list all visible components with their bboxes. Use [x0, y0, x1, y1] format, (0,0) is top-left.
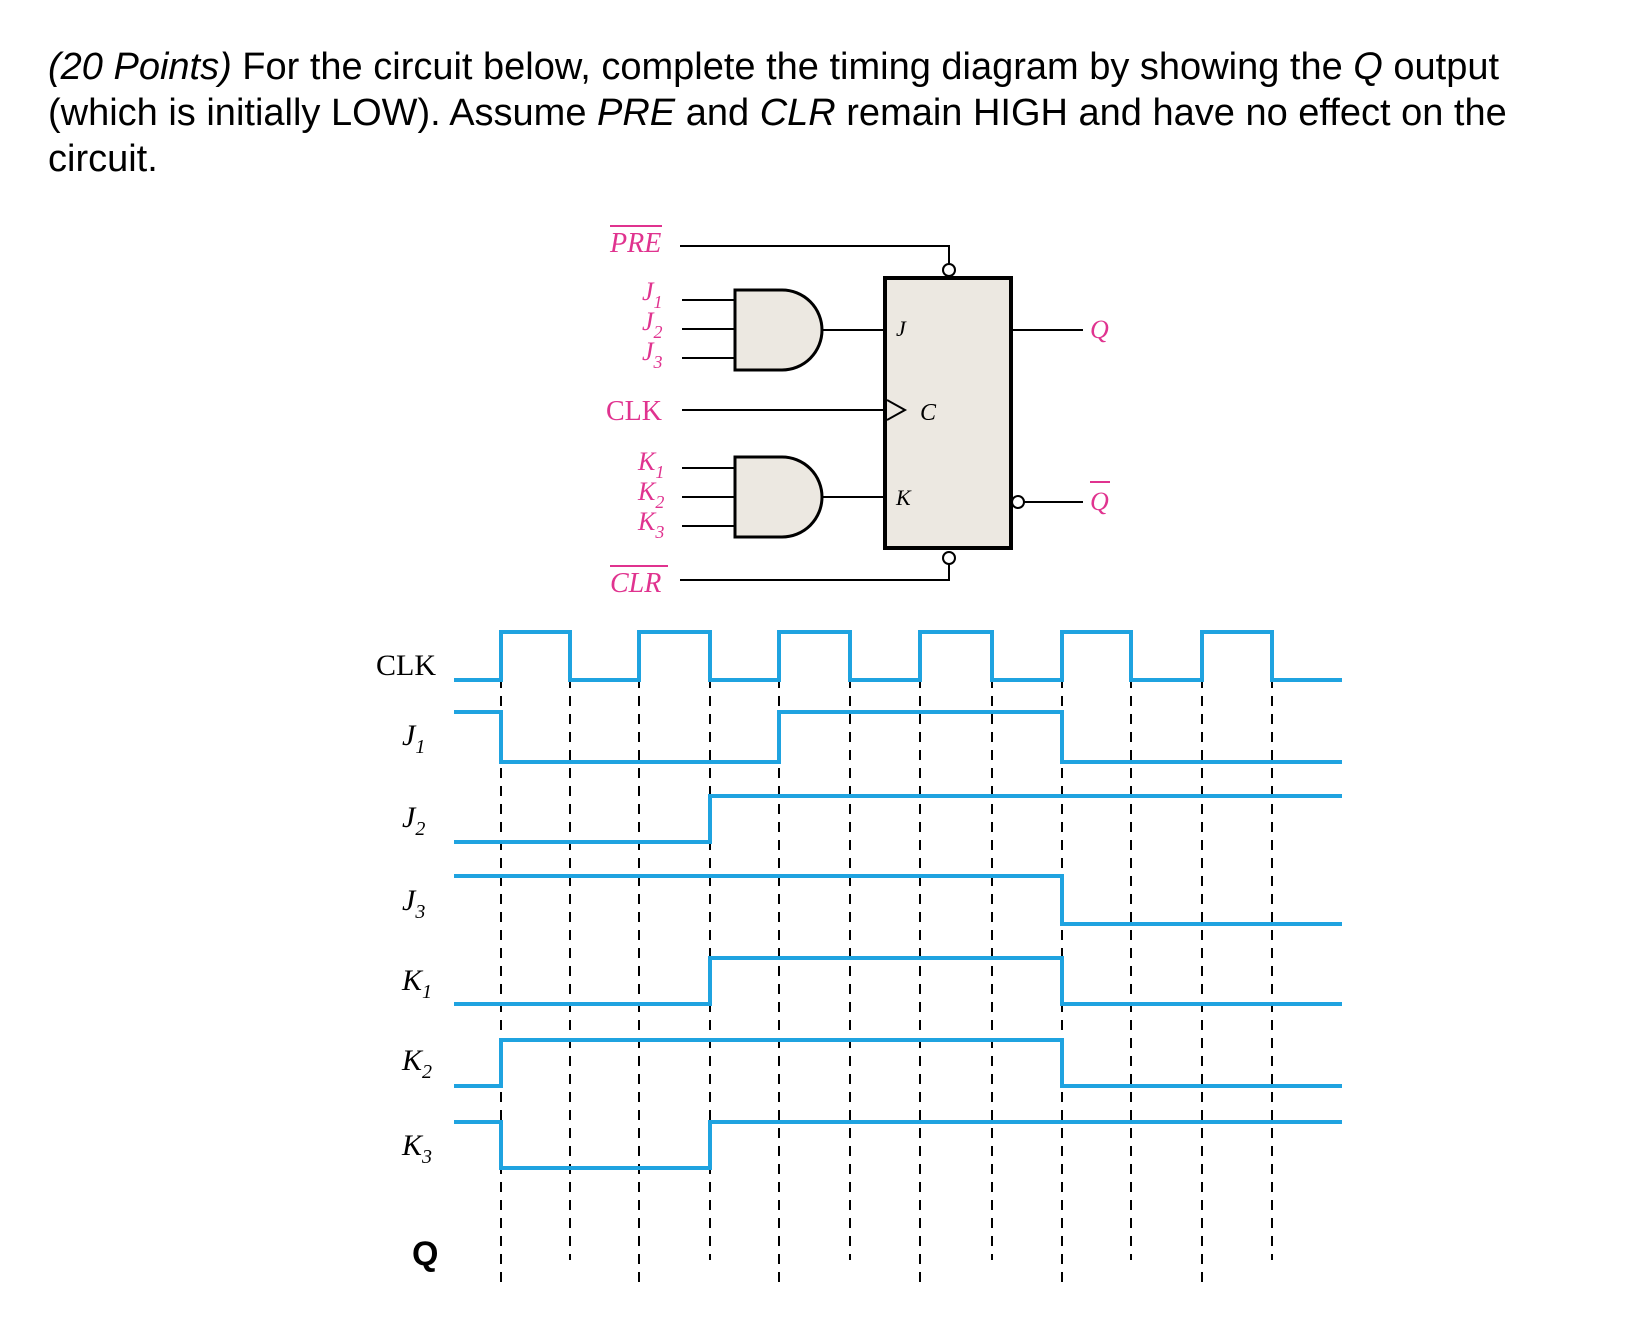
- question-clr: CLR: [759, 92, 836, 134]
- q-output-label: Q: [1090, 315, 1109, 344]
- question-pre: PRE: [597, 92, 676, 134]
- signal-label-j2: J2: [402, 801, 425, 840]
- clr-bubble: [942, 551, 956, 565]
- clk-circuit-label: CLK: [606, 396, 662, 427]
- question-part-1: For the circuit below, complete the timi…: [231, 46, 1354, 88]
- signal-label-k3: K3: [401, 1129, 432, 1168]
- signal-label-k2: K2: [401, 1044, 432, 1083]
- clock-triangle-icon: [886, 399, 908, 421]
- waveform-j3: [454, 874, 1342, 926]
- pre-wire: [680, 245, 950, 264]
- signal-label-clk: CLK: [376, 649, 436, 682]
- waveform-k2: [454, 1038, 1342, 1088]
- j2-label: J2: [642, 307, 663, 342]
- k3-label: K3: [637, 507, 664, 542]
- pre-bubble: [942, 263, 956, 277]
- j-and-gate: [733, 288, 824, 372]
- question-part-4: remain HIGH and have no effect on the ci…: [48, 92, 1507, 180]
- k2-label: K2: [637, 477, 664, 512]
- k-input-labels: K1 K2 K3: [637, 447, 664, 542]
- qbar-bubble: [1011, 495, 1025, 509]
- waveform-j1: [454, 710, 1342, 764]
- question-text: (20 Points) For the circuit below, compl…: [48, 44, 1608, 182]
- signal-label-k1: K1: [401, 964, 432, 1003]
- points-label: (20 Points): [48, 46, 232, 88]
- question-part-2: output (which is initially LOW). Assume: [48, 46, 1500, 134]
- j1-label: J1: [642, 277, 663, 312]
- j3-label: J3: [642, 337, 663, 372]
- ff-c-pin: C: [920, 400, 937, 426]
- signal-waveforms: [454, 630, 1342, 1170]
- clock-edge-guides: [500, 660, 1273, 1283]
- question-q: Q: [1353, 46, 1383, 88]
- waveform-k3: [454, 1120, 1342, 1170]
- signal-label-j3: J3: [402, 884, 425, 923]
- ff-j-pin: J: [896, 316, 907, 341]
- q-timing-label: Q: [412, 1235, 438, 1273]
- clr-label: CLR: [610, 568, 661, 599]
- question-part-3: and: [675, 92, 760, 134]
- ff-k-pin: K: [895, 485, 912, 510]
- j-input-labels: J1 J2 J3: [642, 277, 663, 372]
- waveform-k1: [454, 956, 1342, 1006]
- clr-wire: [680, 564, 950, 581]
- signal-label-j1: J1: [402, 719, 425, 758]
- k-and-gate: [733, 455, 824, 539]
- pre-label: PRE: [609, 228, 661, 259]
- waveform-j2: [454, 794, 1342, 844]
- jk-flip-flop: [883, 276, 1013, 550]
- waveform-clk: [454, 630, 1342, 682]
- jk-flip-flop-circuit: PRE J1 J2 J3 CLK K1 K2 K3 J: [606, 225, 1110, 599]
- qbar-output-label: Q: [1090, 487, 1109, 516]
- k1-label: K1: [637, 447, 664, 482]
